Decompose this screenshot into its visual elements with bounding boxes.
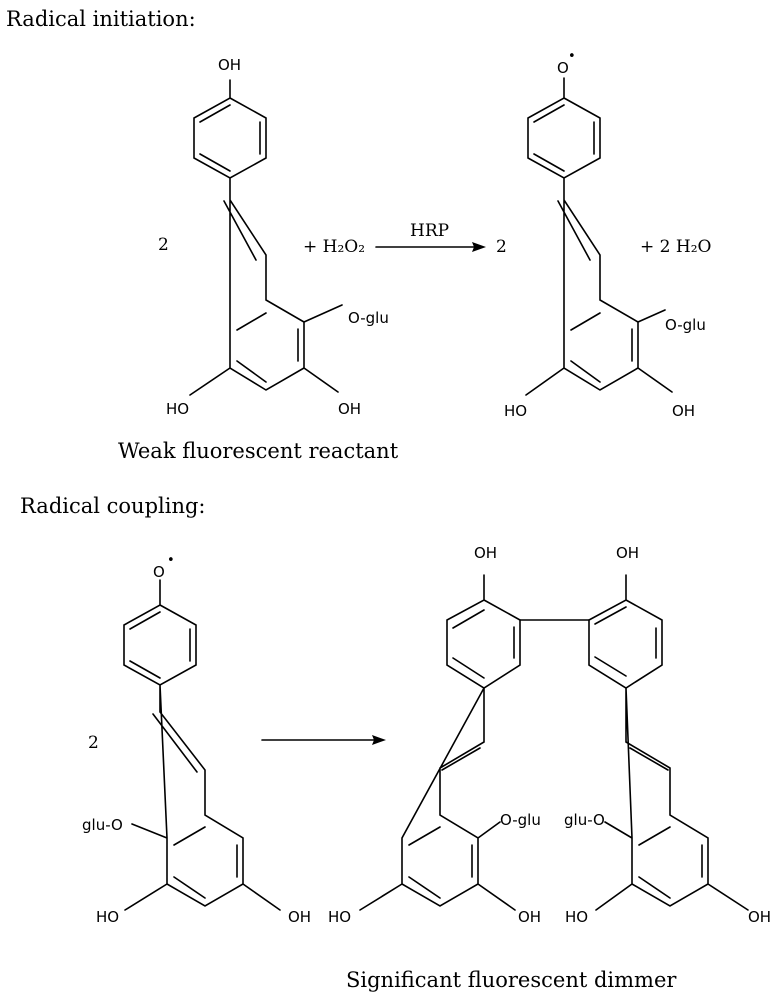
- coupling-radical-molecule: O • glu-O HO OH: [82, 553, 311, 926]
- catalyst-label: HRP: [410, 221, 449, 241]
- hydroxyl-label: OH: [616, 544, 639, 562]
- coefficient-label: 2: [158, 235, 169, 255]
- hydroxyl-label: OH: [748, 908, 771, 926]
- reaction-arrow: [375, 242, 486, 252]
- hydroxyl-left-label: HO: [328, 908, 351, 926]
- reactant-caption: Weak fluorescent reactant: [118, 439, 399, 463]
- glu-o-label: glu-O: [82, 816, 123, 834]
- hydroxyl-label: OH: [518, 908, 541, 926]
- hydroxyl-label: OH: [474, 544, 497, 562]
- initiation-title: Radical initiation:: [6, 7, 196, 31]
- coefficient-label: 2: [496, 237, 507, 257]
- hydroxyl-left-label: HO: [96, 908, 119, 926]
- o-glu-label: O-glu: [348, 309, 389, 327]
- radical-oxygen-label: O: [153, 563, 165, 581]
- coefficient-label: 2: [88, 733, 99, 753]
- hydroxyl-left-label: HO: [565, 908, 588, 926]
- radical-dot: •: [167, 553, 175, 568]
- radical-dot: •: [568, 49, 576, 64]
- reaction-arrow: [261, 735, 386, 745]
- hydroxyl-left-label: HO: [166, 400, 189, 418]
- hydroxyl-label: OH: [338, 400, 361, 418]
- hydroxyl-label: OH: [672, 402, 695, 420]
- product-caption: Significant fluorescent dimmer: [346, 968, 677, 992]
- radical-molecule: O • O-glu HO OH: [504, 49, 706, 420]
- hydroxyl-label: OH: [288, 908, 311, 926]
- h2o2-label: + H₂O₂: [303, 237, 365, 257]
- reactant-molecule: OH O-glu HO OH: [166, 56, 389, 418]
- water-label: + 2 H₂O: [640, 237, 711, 257]
- radical-oxygen-label: O: [557, 59, 569, 77]
- o-glu-label: O-glu: [665, 316, 706, 334]
- o-glu-label: O-glu: [500, 811, 541, 829]
- hydroxyl-label: OH: [218, 56, 241, 74]
- hydroxyl-left-label: HO: [504, 402, 527, 420]
- dimer-molecule: OH OH O-glu glu-O HO OH HO OH: [328, 544, 771, 926]
- coupling-title: Radical coupling:: [20, 494, 206, 518]
- glu-o-label: glu-O: [564, 811, 605, 829]
